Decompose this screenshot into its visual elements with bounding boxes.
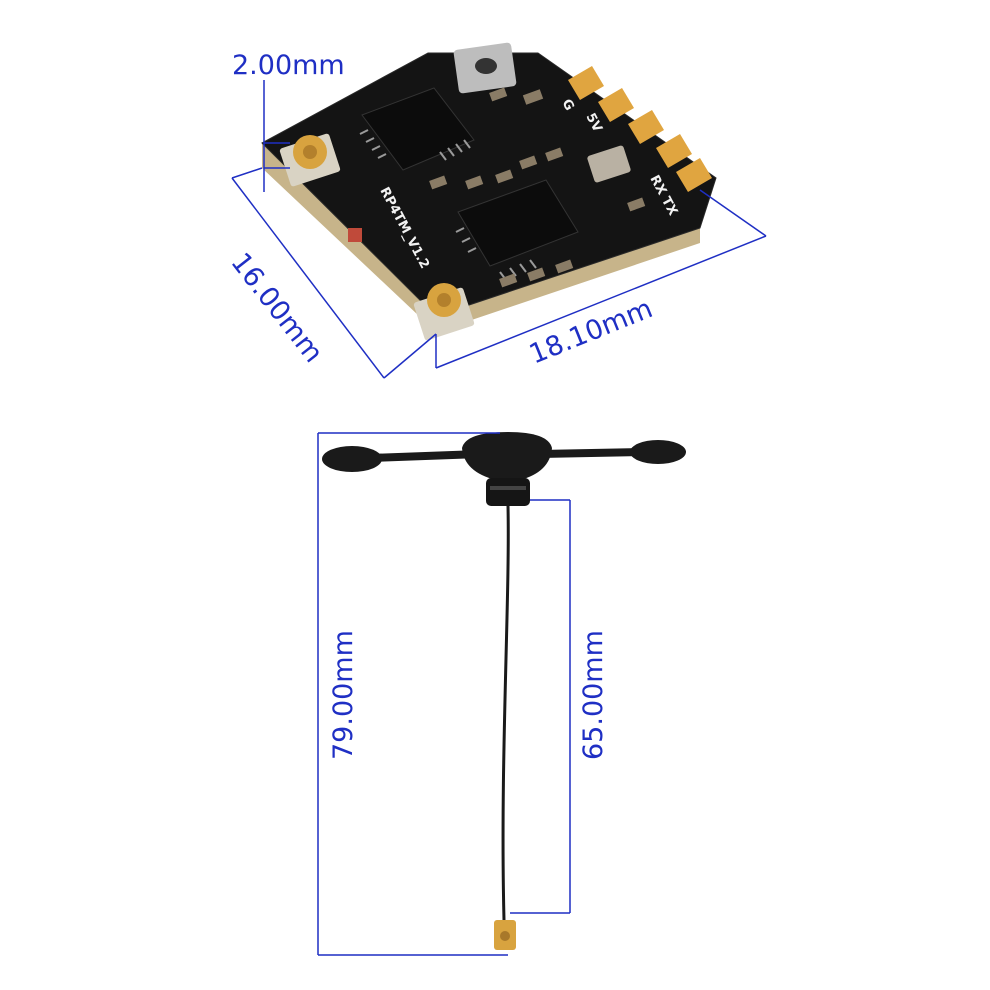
crystal-oscillator	[587, 145, 631, 183]
ic-chip-1	[359, 87, 475, 171]
t-antenna	[322, 432, 686, 950]
antenna-hub-collar	[486, 478, 530, 506]
dimension-thickness: 2.00mm	[232, 50, 345, 81]
ufl-connector-top	[279, 133, 341, 187]
ufl-connector-bottom	[413, 283, 475, 341]
antenna-arm-right	[536, 448, 644, 458]
antenna-dimension-lines	[317, 432, 571, 956]
dimension-length: 18.10mm	[525, 293, 657, 370]
antenna-cap-left	[322, 446, 382, 472]
passive-components	[348, 87, 646, 288]
receiver-board: RP4TM_V1.2 G 5V RX TX	[261, 42, 717, 341]
dimension-antenna-total: 79.00mm	[328, 630, 359, 760]
dimension-width: 16.00mm	[224, 247, 328, 368]
boot-button	[453, 42, 517, 94]
board-surface	[261, 52, 717, 317]
antenna-cable	[501, 505, 510, 921]
antenna-cap-right	[630, 440, 686, 464]
antenna-hub	[462, 432, 552, 480]
board-dimension-lines	[231, 80, 767, 379]
dimension-antenna-cable: 65.00mm	[578, 630, 609, 760]
ic-chip-2	[455, 179, 579, 281]
solder-pads	[568, 66, 712, 192]
antenna-arm-left	[366, 450, 484, 462]
